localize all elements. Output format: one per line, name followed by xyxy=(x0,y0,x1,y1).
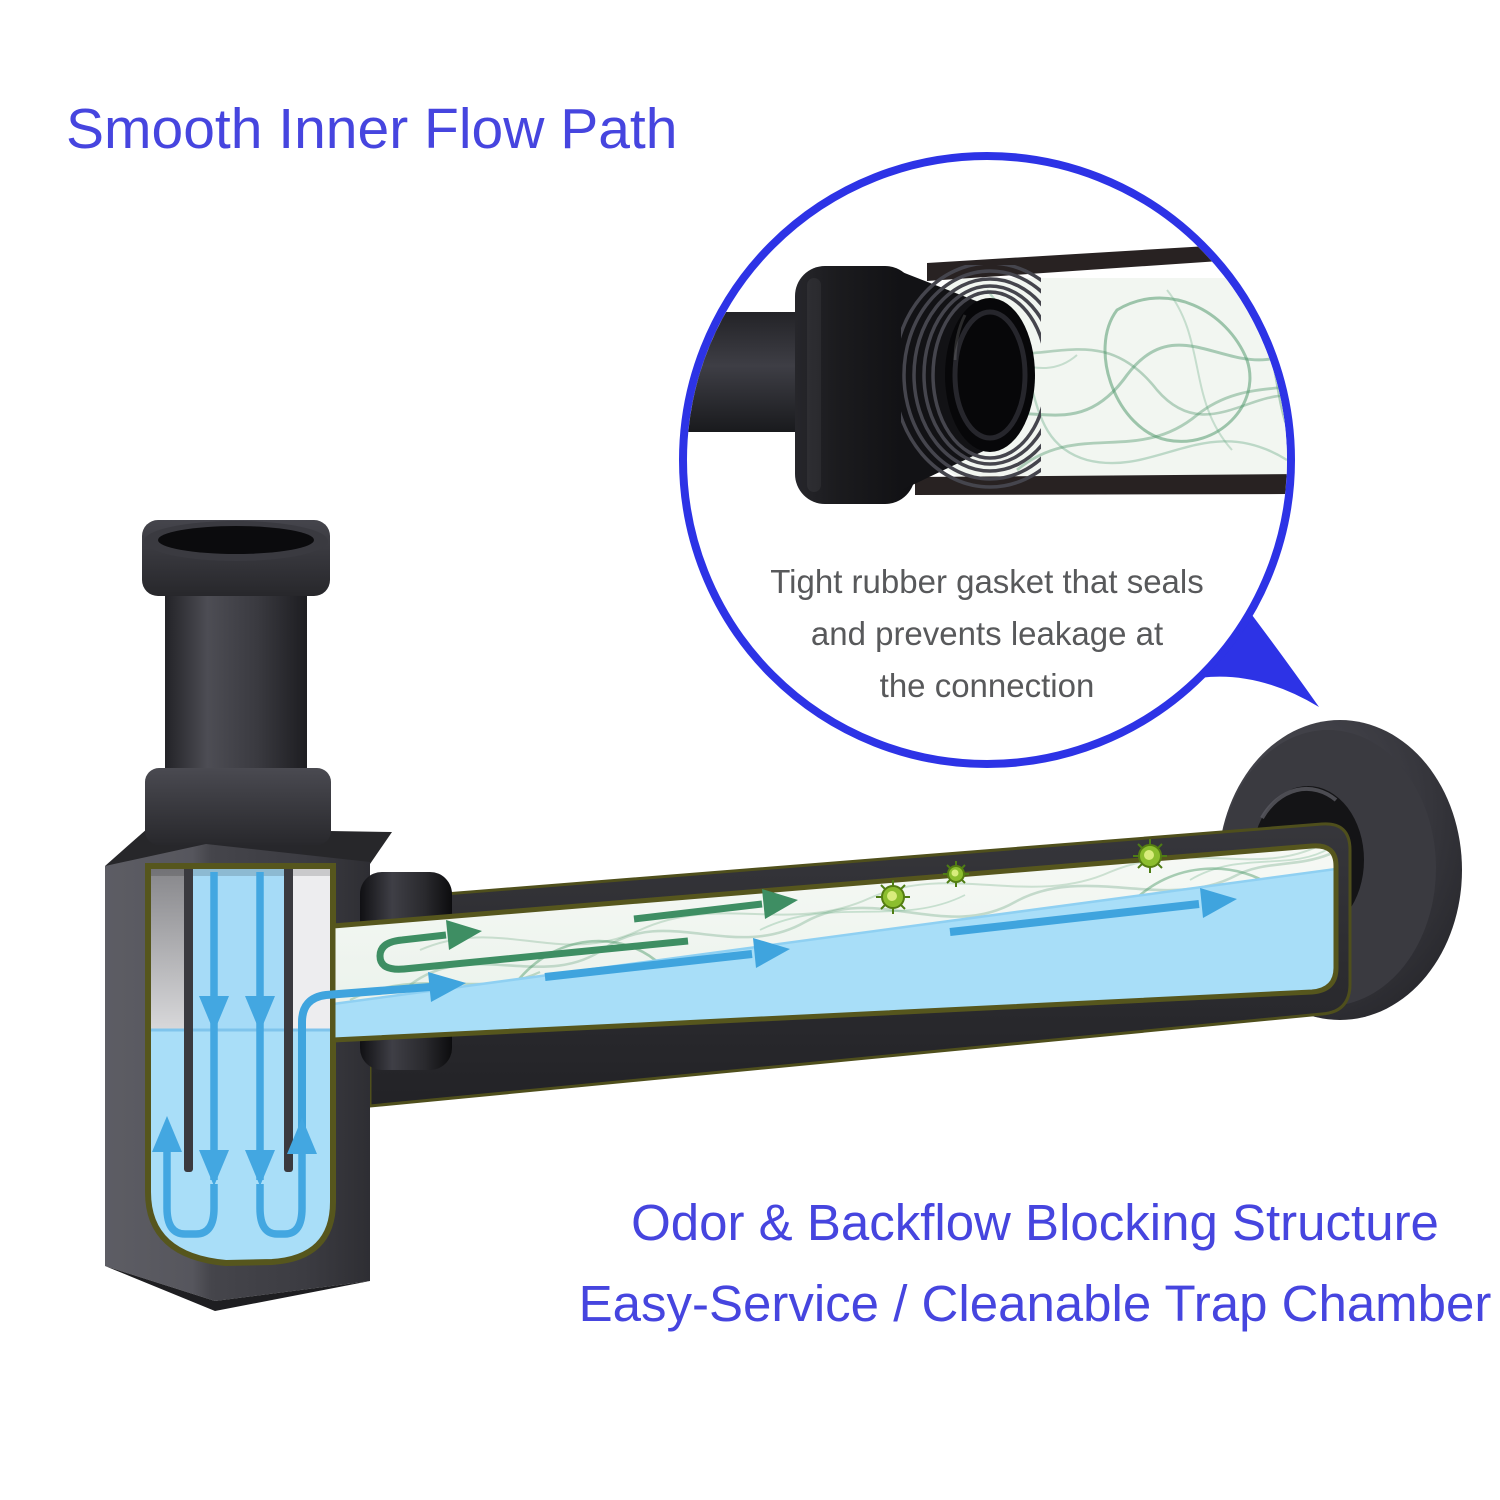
feature-text: Odor & Backflow Blocking Structure Easy-… xyxy=(560,1182,1500,1344)
chamber-top-shadow xyxy=(148,866,333,876)
pipe-interior xyxy=(330,843,1339,1043)
water-flow-arrow xyxy=(949,888,1237,936)
inlet-pipe xyxy=(142,520,331,845)
odor-arrow xyxy=(633,889,798,923)
trap-body-bottom-face xyxy=(105,1266,370,1311)
germ-icon xyxy=(943,861,969,887)
gasket-callout-line3: the connection xyxy=(879,667,1095,704)
feature-line-odor-blocking: Odor & Backflow Blocking Structure xyxy=(631,1194,1439,1251)
callout-tail xyxy=(1183,603,1319,707)
threaded-connector xyxy=(901,265,1041,490)
pipe-interior-outline xyxy=(330,843,1339,1043)
water-flow-arrow xyxy=(298,972,466,1148)
germ-icons xyxy=(876,839,1167,914)
water-flow-arrows-pipe xyxy=(298,888,1237,1148)
water-flow-arrows-chamber xyxy=(152,872,317,1238)
odor-mesh xyxy=(333,845,1336,1040)
water-flow-arrow xyxy=(544,938,790,981)
inlet-pipe-neck xyxy=(165,588,307,800)
magnifier-circle: Tight rubber gasket that seals and preve… xyxy=(679,152,1295,768)
magnified-connection xyxy=(687,241,1287,504)
inner-tube-wall-left xyxy=(184,866,193,1172)
inner-tube-wall-right xyxy=(284,866,293,1172)
connector-bore xyxy=(945,298,1035,452)
inlet-pipe-collar xyxy=(145,768,331,845)
gasket-callout-line1: Tight rubber gasket that seals xyxy=(770,563,1204,600)
gasket-callout-line2: and prevents leakage at xyxy=(810,615,1164,652)
pipe-wall-bottom xyxy=(915,474,1287,495)
down-flow-arrow xyxy=(199,872,229,1186)
germ-icon xyxy=(876,880,910,914)
pipe-water xyxy=(333,869,1336,1040)
odor-return-arrow xyxy=(376,920,689,973)
down-flow-arrow xyxy=(245,872,275,1186)
gasket-callout-text: Tight rubber gasket that seals and preve… xyxy=(687,556,1287,712)
feature-line-cleanable-trap: Easy-Service / Cleanable Trap Chamber xyxy=(578,1275,1492,1332)
page-title: Smooth Inner Flow Path xyxy=(66,97,678,161)
cutaway-outline xyxy=(145,863,336,1267)
pipe-wall-top xyxy=(927,241,1287,281)
pipe-water-surface xyxy=(333,867,1336,1006)
u-turn-flow-left xyxy=(152,1116,218,1238)
germ-icon xyxy=(1133,839,1167,873)
u-turn-flow-right xyxy=(256,1118,317,1238)
rubber-gasket xyxy=(795,266,915,504)
inlet-opening xyxy=(158,526,314,554)
